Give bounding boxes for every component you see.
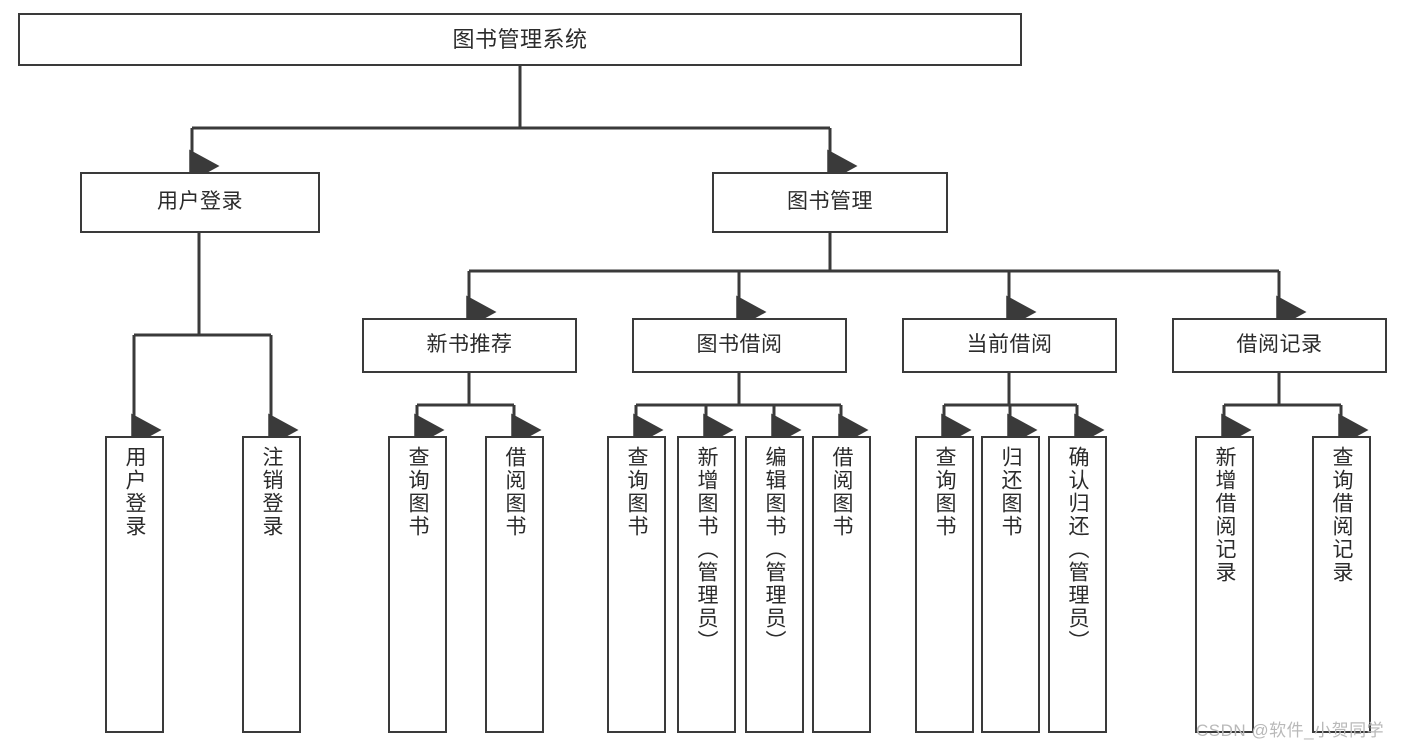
node-leaf-query-book-1[interactable]: 查询图书 xyxy=(388,436,447,733)
node-new-book-rec-label: 新书推荐 xyxy=(426,333,513,357)
node-current-borrow[interactable]: 当前借阅 xyxy=(902,318,1117,373)
node-root[interactable]: 图书管理系统 xyxy=(18,13,1022,66)
node-leaf-add-record[interactable]: 新增借阅记录 xyxy=(1195,436,1254,733)
node-leaf-borrow-book-1[interactable]: 借阅图书 xyxy=(485,436,544,733)
node-leaf-borrow-book-2[interactable]: 借阅图书 xyxy=(812,436,871,733)
node-leaf-user-login[interactable]: 用户登录 xyxy=(105,436,164,733)
node-borrow-record-label: 借阅记录 xyxy=(1236,333,1323,357)
csdn-watermark: CSDN @软件_小贺同学 xyxy=(1196,721,1385,740)
node-user-login[interactable]: 用户登录 xyxy=(80,172,320,233)
node-leaf-confirm-return[interactable]: 确认归还（管理员） xyxy=(1048,436,1107,733)
node-leaf-add-book[interactable]: 新增图书（管理员） xyxy=(677,436,736,733)
node-book-manage[interactable]: 图书管理 xyxy=(712,172,948,233)
node-leaf-query-record[interactable]: 查询借阅记录 xyxy=(1312,436,1371,733)
node-leaf-borrow-book-1-label: 借阅图书 xyxy=(503,446,526,538)
node-leaf-confirm-return-label: 确认归还（管理员） xyxy=(1066,446,1089,653)
node-book-borrow-label: 图书借阅 xyxy=(696,333,783,357)
node-leaf-user-login-label: 用户登录 xyxy=(123,446,146,538)
node-leaf-edit-book[interactable]: 编辑图书（管理员） xyxy=(745,436,804,733)
node-borrow-record[interactable]: 借阅记录 xyxy=(1172,318,1387,373)
node-leaf-query-book-3[interactable]: 查询图书 xyxy=(915,436,974,733)
node-leaf-query-record-label: 查询借阅记录 xyxy=(1330,446,1353,584)
node-book-borrow[interactable]: 图书借阅 xyxy=(632,318,847,373)
node-book-manage-label: 图书管理 xyxy=(787,190,873,214)
node-leaf-logout-label: 注销登录 xyxy=(260,446,283,538)
node-leaf-logout[interactable]: 注销登录 xyxy=(242,436,301,733)
node-leaf-borrow-book-2-label: 借阅图书 xyxy=(830,446,853,538)
node-leaf-return-book[interactable]: 归还图书 xyxy=(981,436,1040,733)
node-leaf-query-book-1-label: 查询图书 xyxy=(406,446,429,538)
node-leaf-query-book-2[interactable]: 查询图书 xyxy=(607,436,666,733)
node-leaf-query-book-2-label: 查询图书 xyxy=(625,446,648,538)
node-leaf-return-book-label: 归还图书 xyxy=(999,446,1022,538)
node-current-borrow-label: 当前借阅 xyxy=(966,333,1053,357)
node-leaf-add-record-label: 新增借阅记录 xyxy=(1213,446,1236,584)
node-user-login-label: 用户登录 xyxy=(157,190,243,214)
node-root-label: 图书管理系统 xyxy=(452,26,588,52)
node-leaf-edit-book-label: 编辑图书（管理员） xyxy=(763,446,786,653)
node-leaf-query-book-3-label: 查询图书 xyxy=(933,446,956,538)
node-new-book-rec[interactable]: 新书推荐 xyxy=(362,318,577,373)
node-leaf-add-book-label: 新增图书（管理员） xyxy=(695,446,718,653)
